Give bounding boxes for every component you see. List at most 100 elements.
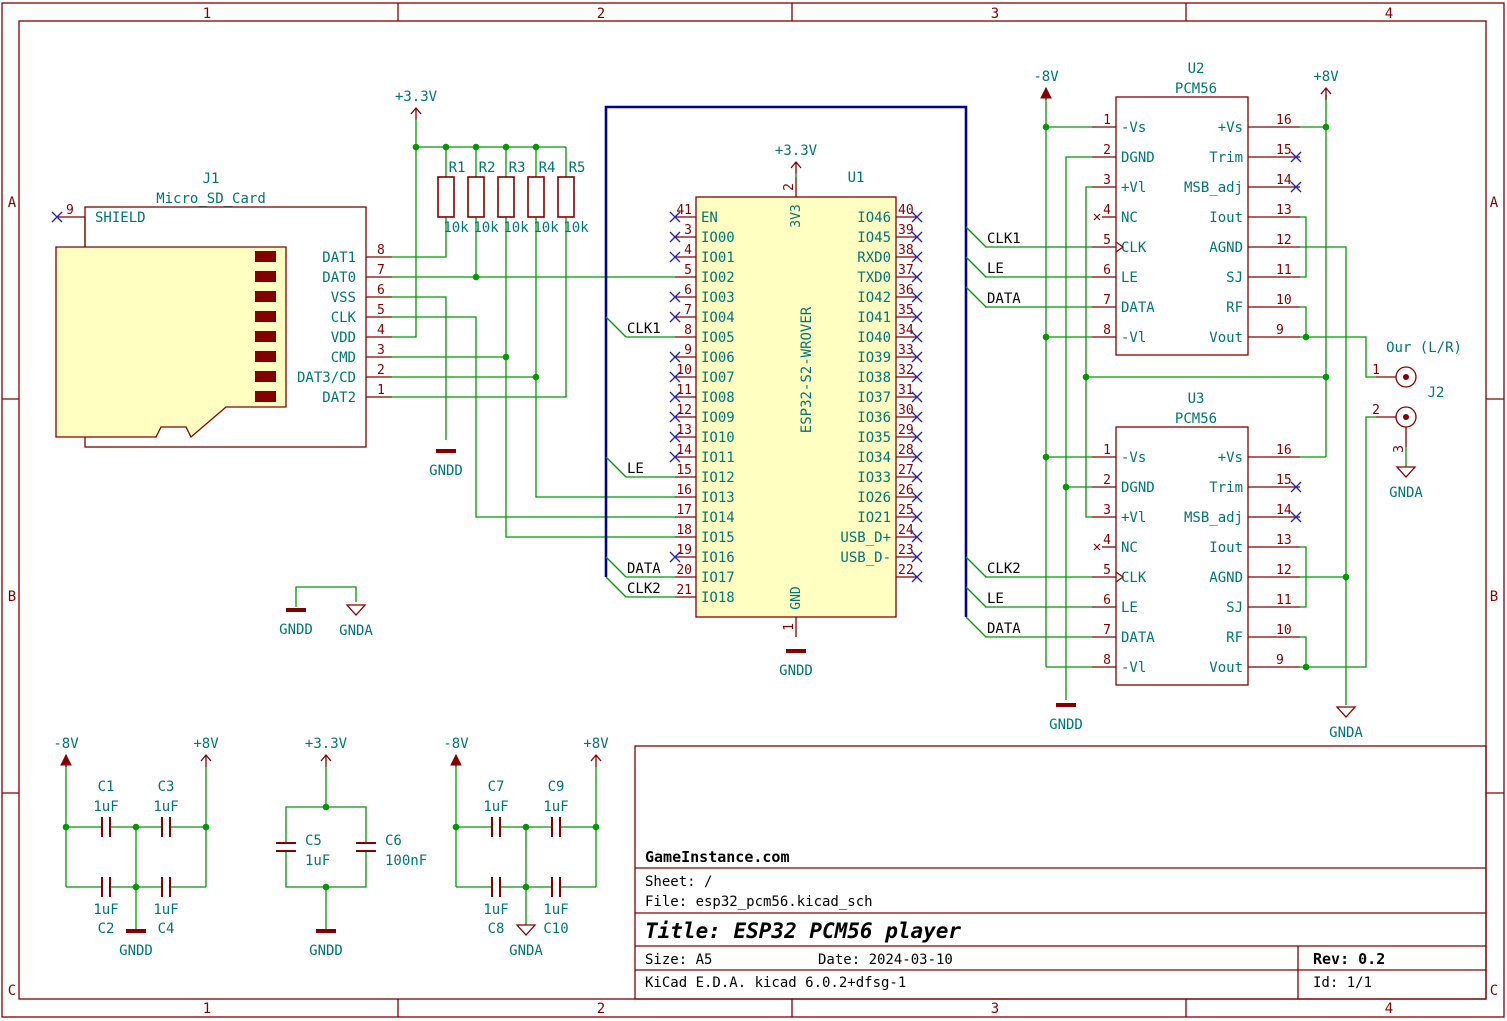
u1-gnd-pin-name: GND (789, 586, 804, 610)
j2-pin-num: 2 (1372, 403, 1380, 418)
u1-pin-num: 24 (898, 523, 914, 538)
j2-value: Our (L/R) (1386, 340, 1462, 356)
frame-row-label: A (8, 195, 17, 211)
u1-pin-num: 22 (898, 563, 914, 578)
resistor-ref: R3 (509, 160, 526, 176)
pcm56-pin-num: 1 (1103, 443, 1111, 458)
power-m8v-symbol-label: -8V (53, 736, 79, 752)
resistor-body (467, 176, 485, 218)
junction-dot (412, 143, 420, 151)
pcm56-pin-num: 2 (1103, 143, 1111, 158)
u1-pin-name: EN (701, 210, 718, 226)
power-m8v-symbol (450, 753, 462, 766)
u1-esp32-module: U1 ESP32-S2-WROVER 3V3 2 GND 1 EN41IO003… (675, 170, 917, 637)
u1-pin-name: USB_D+ (840, 530, 891, 546)
junction-dot (1042, 453, 1050, 461)
j1-pin-name: DAT3/CD (297, 370, 356, 386)
pcm56-pin-name: Iout (1209, 210, 1243, 226)
u1-pin-num: 32 (898, 363, 914, 378)
u1-pin-num: 18 (676, 523, 692, 538)
wires (65, 95, 1407, 930)
u1-pin-name: IO07 (701, 370, 735, 386)
pcm56-pin-num: 5 (1103, 563, 1111, 578)
j2-pin-num: 3 (1392, 445, 1407, 453)
capacitor-label: 1uF (305, 853, 330, 869)
pcm56-pin-num: 16 (1276, 113, 1292, 128)
no-connect-x (911, 291, 923, 303)
no-connect-x (669, 371, 681, 383)
capacitor-label: 1uF (483, 902, 508, 918)
u1-value: ESP32-S2-WROVER (799, 306, 815, 433)
power-3v3-symbol (790, 160, 802, 169)
u1-pin-name: IO06 (701, 350, 735, 366)
net-label-le: LE (987, 261, 1004, 277)
u1-pin-name: IO13 (701, 490, 735, 506)
j1-pin-num: 5 (377, 303, 385, 318)
junction-dot (202, 823, 210, 831)
j1-shield-label: SHIELD (95, 210, 146, 226)
frame-row-label: B (1490, 589, 1498, 605)
power-m8v-symbol (60, 753, 72, 766)
j1-pin-num: 3 (377, 343, 385, 358)
j1-pin-num: 2 (377, 363, 385, 378)
j1-pin-num: 6 (377, 283, 385, 298)
pcm56-body (1115, 96, 1249, 356)
no-connect-x (669, 231, 681, 243)
j1-pin-num: 7 (377, 263, 385, 278)
u1-pin-name: IO37 (857, 390, 891, 406)
frame-col-label: 3 (991, 1001, 999, 1017)
resistor-ref: R5 (569, 160, 586, 176)
u1-pin-name: IO46 (857, 210, 891, 226)
u1-pin-num: 16 (676, 483, 692, 498)
power-symbols: +3.3V+3.3V+8V-8V+8V-8V+3.3V+8V-8VGNDDGND… (53, 69, 1423, 959)
u1-pin-num: 33 (898, 343, 914, 358)
sd-contact-pads (255, 251, 276, 402)
net-labels: CLK1 LE DATA CLK2 CLK1 LE DATA CLK2 LE D… (627, 231, 1021, 637)
pcm56-pin-num: 6 (1103, 593, 1111, 608)
pcm56-pin-name: MSB_adj (1184, 510, 1243, 526)
no-connect-x (911, 251, 923, 263)
u1-pin-name: TXD0 (857, 270, 891, 286)
u1-pin-num: 30 (898, 403, 914, 418)
no-connect-x (911, 231, 923, 243)
sheet-title: Title: ESP32 PCM56 player (645, 919, 961, 943)
no-connect-x (669, 211, 681, 223)
no-connect-x (911, 431, 923, 443)
pcm56-pin-num: 14 (1276, 173, 1292, 188)
pcm56-pin-name: -Vl (1121, 330, 1146, 346)
resistor-value: 10k (533, 220, 559, 236)
u1-pin-num: 19 (676, 543, 692, 558)
sheet-name: Sheet: / (645, 874, 712, 890)
net-label-le: LE (987, 591, 1004, 607)
pcm56-pin-num: 7 (1103, 623, 1111, 638)
j1-pin-num: 4 (377, 323, 385, 338)
gnda-symbol (345, 604, 367, 616)
resistor-value: 10k (473, 220, 499, 236)
frame-row-label: C (8, 983, 16, 999)
junction-dot (1322, 123, 1330, 131)
pcm56-pin-num: 4 (1103, 533, 1111, 548)
pcm56-pin-num: 14 (1276, 503, 1292, 518)
u1-pin-num: 11 (676, 383, 692, 398)
u1-pin-num: 12 (676, 403, 692, 418)
u1-pin-name: IO11 (701, 450, 735, 466)
net-label-clk2: CLK2 (987, 561, 1021, 577)
pcm56-pin-name: +Vs (1218, 120, 1243, 136)
pcm56-pin-name: SJ (1226, 270, 1243, 286)
pcm56-pin-name: AGND (1209, 570, 1243, 586)
capacitor-label: C3 (158, 779, 175, 795)
u1-pin-name: IO00 (701, 230, 735, 246)
pcm56-pin-num: 8 (1103, 653, 1111, 668)
u1-pin-name: IO09 (701, 410, 735, 426)
pcm56-pin-num: 3 (1103, 173, 1111, 188)
junction-dot (502, 143, 510, 151)
no-connect-x (911, 511, 923, 523)
frame-col-label: 2 (597, 1001, 605, 1017)
j1-pin-name: DAT2 (322, 390, 356, 406)
capacitor-label: C6 (385, 833, 402, 849)
capacitor-label: C4 (158, 921, 175, 937)
pcm56-pin-name: Trim (1209, 480, 1243, 496)
no-connect-x (911, 451, 923, 463)
